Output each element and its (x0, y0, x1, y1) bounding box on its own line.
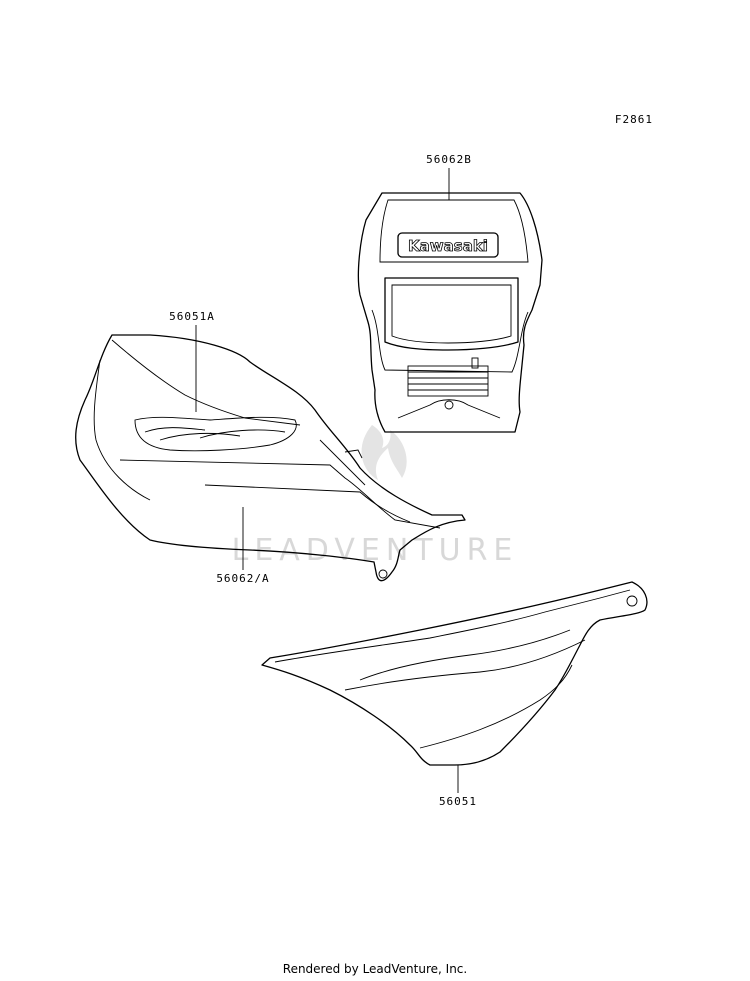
tank-mount-hole (378, 569, 388, 579)
tank-clip (344, 449, 363, 459)
tank-top-edge (111, 339, 301, 426)
side-cover-top-edge (274, 589, 631, 663)
kawasaki-logo: Kawasaki (408, 237, 488, 255)
headlight-cover-side-lines (371, 309, 529, 373)
headlight-tab (471, 357, 479, 369)
headlight-cover-inner (379, 199, 529, 263)
side-cover-stripe-lower (419, 664, 573, 749)
mount-bracket (397, 399, 501, 419)
side-cover-outline (261, 581, 648, 766)
figure-code: F2861 (615, 113, 653, 126)
tank-crease (319, 439, 366, 486)
fuel-tank-outline (75, 334, 466, 582)
side-cover-mount-hole (626, 595, 638, 607)
watermark-text: LEADVENTURE (232, 533, 519, 568)
tank-stripe-line-upper (119, 459, 441, 529)
emblem-script (144, 427, 286, 441)
kawasaki-logo-box (397, 232, 499, 258)
flame-watermark-icon (361, 425, 407, 480)
watermark: LEADVENTURE (232, 425, 519, 568)
super-sherpa-emblem (134, 416, 297, 452)
headlight-cover-outline (357, 192, 543, 433)
tank-side-panel (93, 359, 151, 501)
side-cover-stripe-upper (344, 639, 586, 691)
label-56051: 56051 (439, 795, 477, 808)
headlight-window-inner (391, 284, 512, 344)
mount-hole (444, 400, 454, 410)
tank-stripe-line-lower (204, 484, 411, 523)
side-cover-stripe-inner (359, 629, 571, 681)
label-56062B: 56062B (426, 153, 472, 166)
fuel-tank[interactable]: 56051A 56062/A (75, 310, 466, 585)
side-cover[interactable]: 56051 (261, 581, 648, 808)
label-56062-A: 56062/A (216, 572, 269, 585)
headlight-window-outer (384, 277, 519, 351)
label-56051A: 56051A (169, 310, 215, 323)
footer-credit: Rendered by LeadVenture, Inc. (282, 962, 468, 976)
vent-grille (407, 365, 489, 397)
headlight-cover[interactable]: 56062B Kawasaki (357, 153, 543, 433)
